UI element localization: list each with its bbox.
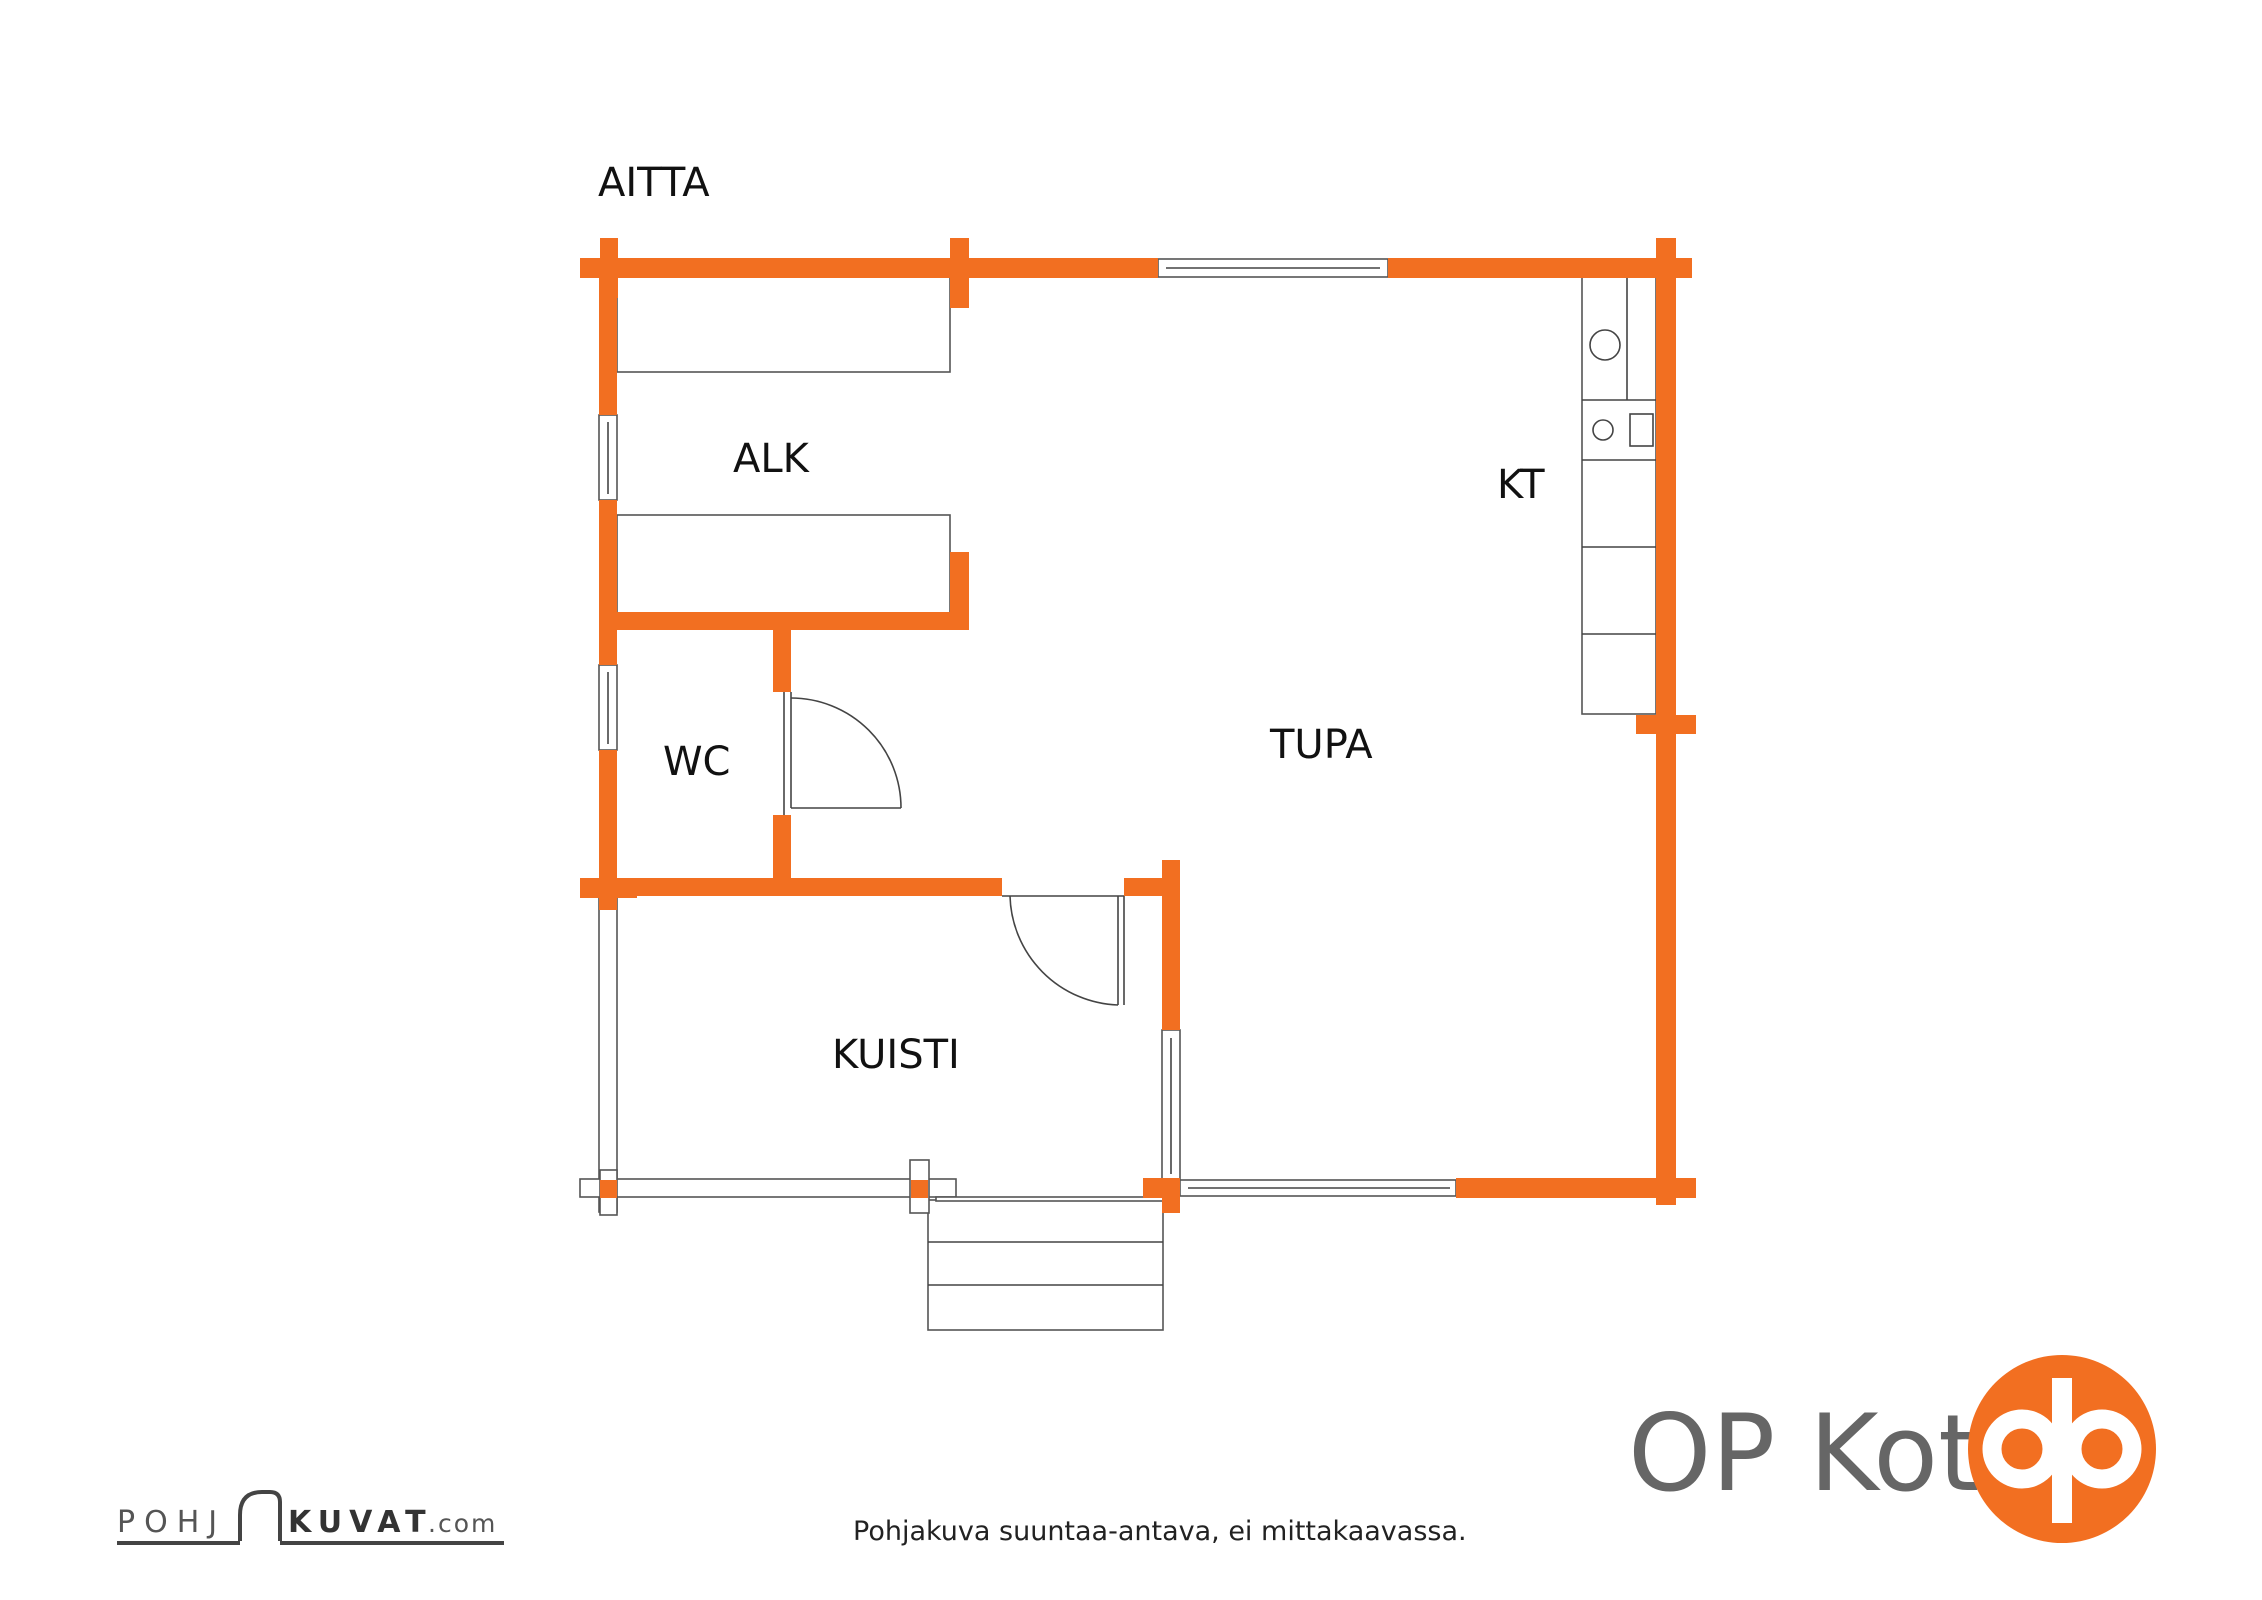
room-label-kuisti: KUISTI: [832, 1032, 960, 1078]
wc-door: [783, 692, 902, 815]
walls: [580, 238, 1696, 1213]
watermark-part2: KUVAT: [288, 1505, 433, 1540]
alk-bed-upper: [616, 274, 951, 373]
room-label-wc: WC: [663, 739, 730, 785]
disclaimer-text: Pohjakuva suuntaa-antava, ei mittakaavas…: [853, 1516, 1467, 1547]
doors: [783, 692, 1125, 1006]
brand-name: OP Koti: [1628, 1392, 2009, 1515]
watermark-suffix: .com: [428, 1509, 497, 1538]
alk-bed-lower: [616, 514, 951, 614]
room-label-kt: KT: [1497, 462, 1545, 508]
floor-plan: AITTA ALK KT WC TUPA KUISTI: [579, 160, 1696, 1331]
room-labels: AITTA ALK KT WC TUPA KUISTI: [598, 160, 1545, 1078]
watermark-part1: POHJ: [117, 1505, 226, 1540]
room-label-tupa: TUPA: [1269, 722, 1373, 768]
room-label-aitta: AITTA: [598, 160, 710, 206]
op-logo-icon: [1968, 1355, 2156, 1543]
pohjakuvat-logo-icon: POHJ KUVAT .com: [117, 1490, 504, 1545]
stove-icon: [1592, 419, 1614, 441]
sink-icon: [1589, 329, 1621, 361]
kitchen-counter: [1581, 275, 1657, 715]
porch-door: [1002, 895, 1125, 1006]
porch-steps: [927, 1199, 1164, 1331]
room-label-alk: ALK: [733, 436, 811, 482]
